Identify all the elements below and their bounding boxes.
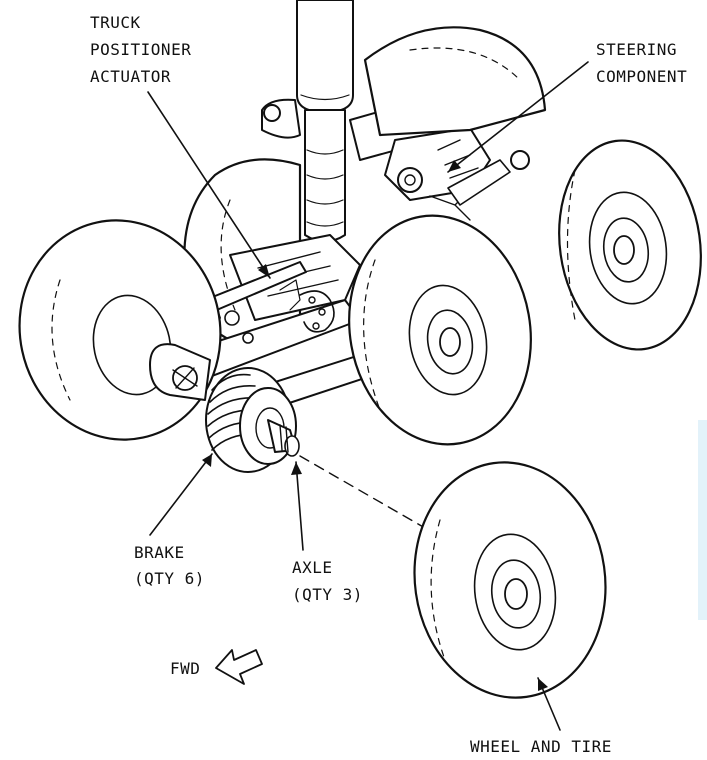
arrowhead-steering: [448, 160, 461, 172]
edge-tint: [698, 420, 707, 620]
torque-link-chain: [299, 290, 335, 333]
explode-line: [299, 455, 426, 529]
arrowhead-wheel: [538, 678, 548, 691]
label-steering-component: STEERING COMPONENT: [596, 40, 687, 86]
brake-assembly: [149, 343, 211, 401]
wheel-rear-center: [363, 26, 547, 137]
arrowhead-actuator: [258, 264, 270, 278]
label-wheel-and-tire: WHEEL AND TIRE: [470, 737, 612, 756]
wheel-and-tire: [413, 461, 607, 699]
arrowhead-axle: [291, 462, 302, 475]
steering-yoke: [261, 98, 530, 221]
wheel-front-right: [348, 214, 532, 446]
label-brake: BRAKE (QTY 6): [134, 543, 205, 588]
wheel-rear-right: [558, 139, 702, 351]
label-truck-positioner-actuator: TRUCK POSITIONER ACTUATOR: [90, 13, 201, 86]
axle-stub: [267, 419, 300, 457]
label-fwd: FWD: [170, 659, 200, 678]
fwd-arrow-icon: [215, 649, 263, 685]
leader-lines: [147, 61, 589, 731]
main-strut: [296, 0, 354, 243]
label-axle: AXLE (QTY 3): [292, 558, 363, 604]
arrowhead-brake: [202, 454, 212, 467]
